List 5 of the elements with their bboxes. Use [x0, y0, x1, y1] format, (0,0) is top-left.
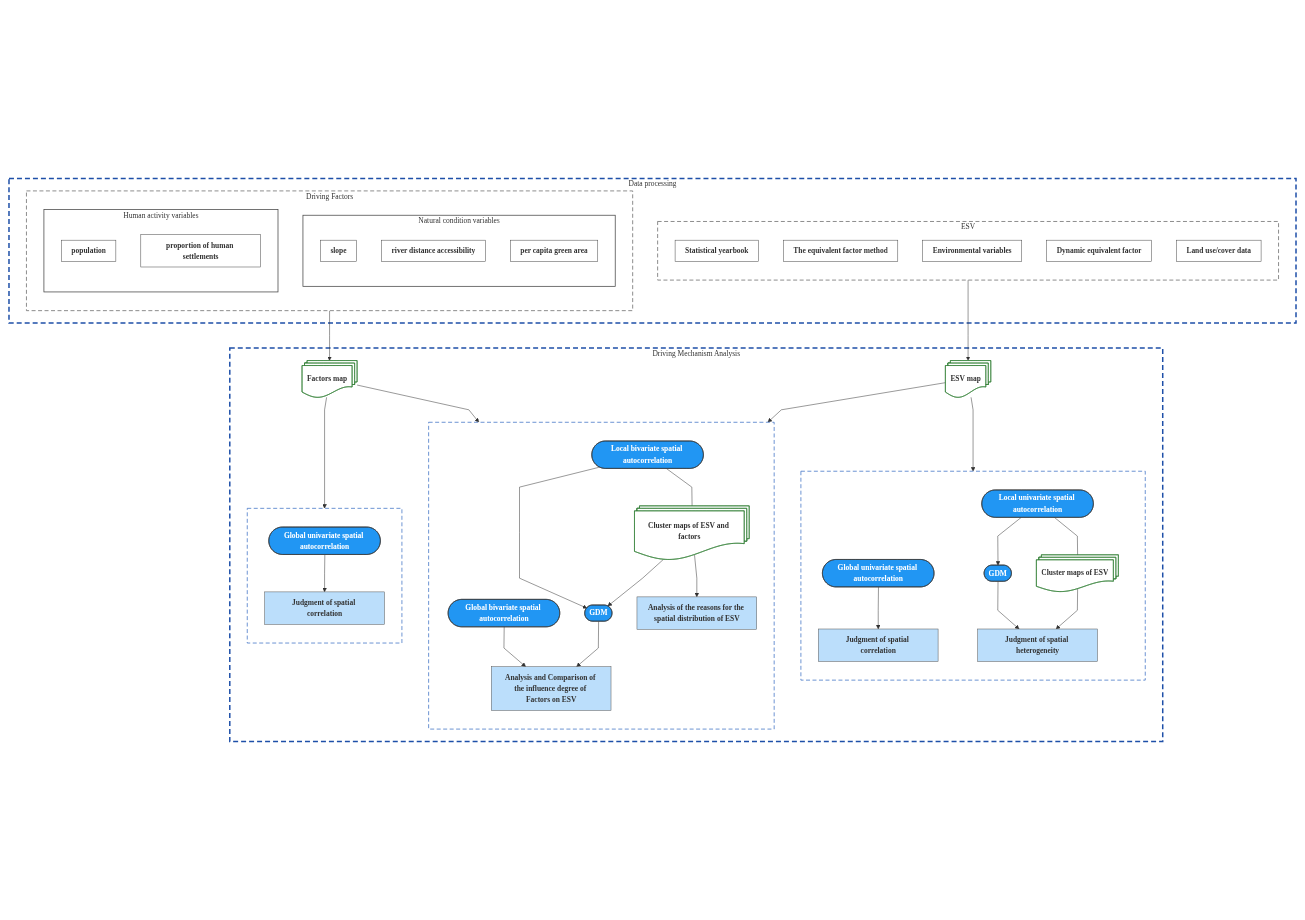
connector — [666, 468, 693, 507]
cluster — [800, 470, 1146, 681]
connector — [1054, 517, 1078, 556]
cluster — [428, 421, 775, 730]
cluster — [246, 507, 403, 644]
